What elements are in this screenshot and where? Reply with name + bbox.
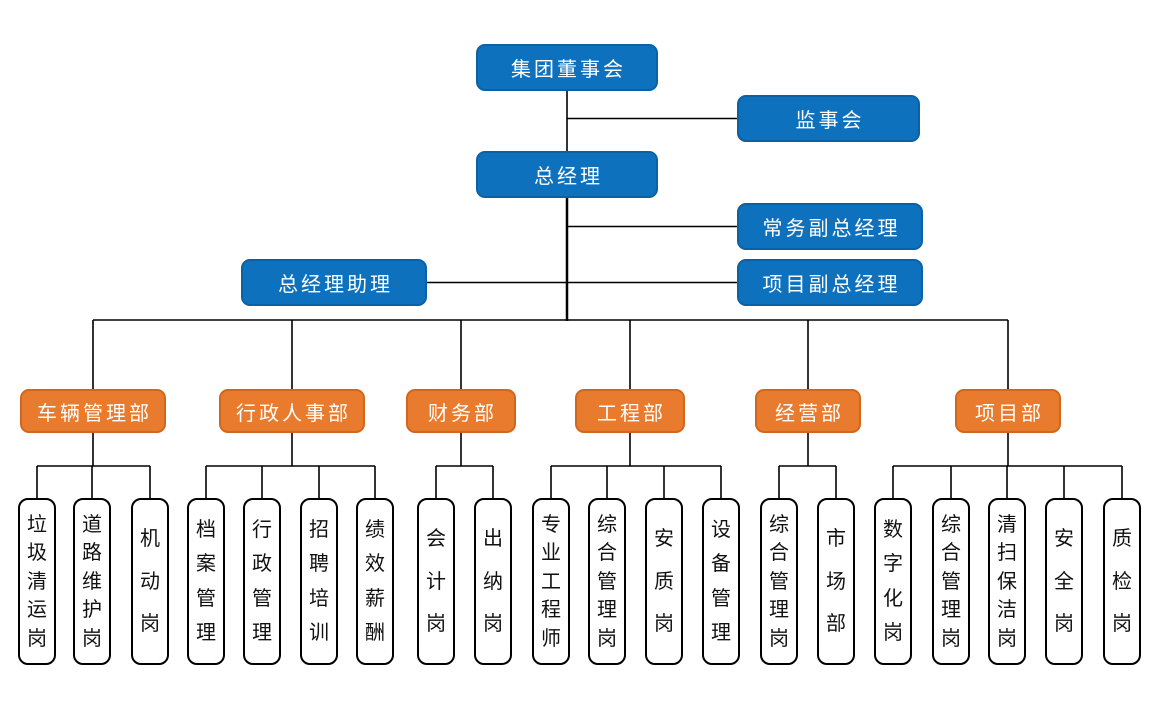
position-box-safety-quality: 安质岗 — [645, 498, 683, 665]
position-box-performance-pay: 绩效薪酬 — [356, 498, 394, 665]
position-box-cleaning: 清扫保洁岗 — [988, 498, 1026, 665]
position-box-pro-engineer: 专业工程师 — [532, 498, 570, 665]
node-group-board: 集团董事会 — [476, 44, 658, 91]
dept-box-operations: 经营部 — [755, 389, 861, 433]
position-box-general-mgmt-prj: 综合管理岗 — [932, 498, 970, 665]
position-box-safety: 安全岗 — [1045, 498, 1083, 665]
dept-box-vehicle-management: 车辆管理部 — [20, 389, 166, 433]
node-gm-assistant: 总经理助理 — [241, 259, 427, 306]
dept-box-engineering: 工程部 — [575, 389, 685, 433]
node-supervisory-board: 监事会 — [737, 95, 920, 142]
node-general-manager: 总经理 — [476, 151, 658, 198]
position-box-archives: 档案管理 — [187, 498, 225, 665]
position-box-cashier: 出纳岗 — [474, 498, 512, 665]
position-box-accounting: 会计岗 — [417, 498, 455, 665]
dept-box-admin-hr: 行政人事部 — [219, 389, 365, 433]
dept-box-project: 项目部 — [955, 389, 1061, 433]
position-box-road-maintenance: 道路维护岗 — [73, 498, 111, 665]
node-project-deputy-gm: 项目副总经理 — [737, 259, 923, 306]
position-box-digitalization: 数字化岗 — [874, 498, 912, 665]
position-box-equipment-mgmt: 设备管理 — [702, 498, 740, 665]
position-box-general-mgmt-eng: 综合管理岗 — [588, 498, 626, 665]
position-box-waste-removal: 垃圾清运岗 — [18, 498, 56, 665]
position-box-recruit-training: 招聘培训 — [300, 498, 338, 665]
position-box-market: 市场部 — [817, 498, 855, 665]
dept-box-finance: 财务部 — [406, 389, 516, 433]
node-executive-deputy-gm: 常务副总经理 — [737, 203, 923, 250]
position-box-mobile-duty: 机动岗 — [131, 498, 169, 665]
position-box-general-mgmt-ops: 综合管理岗 — [760, 498, 798, 665]
position-box-quality-inspect: 质检岗 — [1103, 498, 1141, 665]
position-box-admin-mgmt: 行政管理 — [243, 498, 281, 665]
